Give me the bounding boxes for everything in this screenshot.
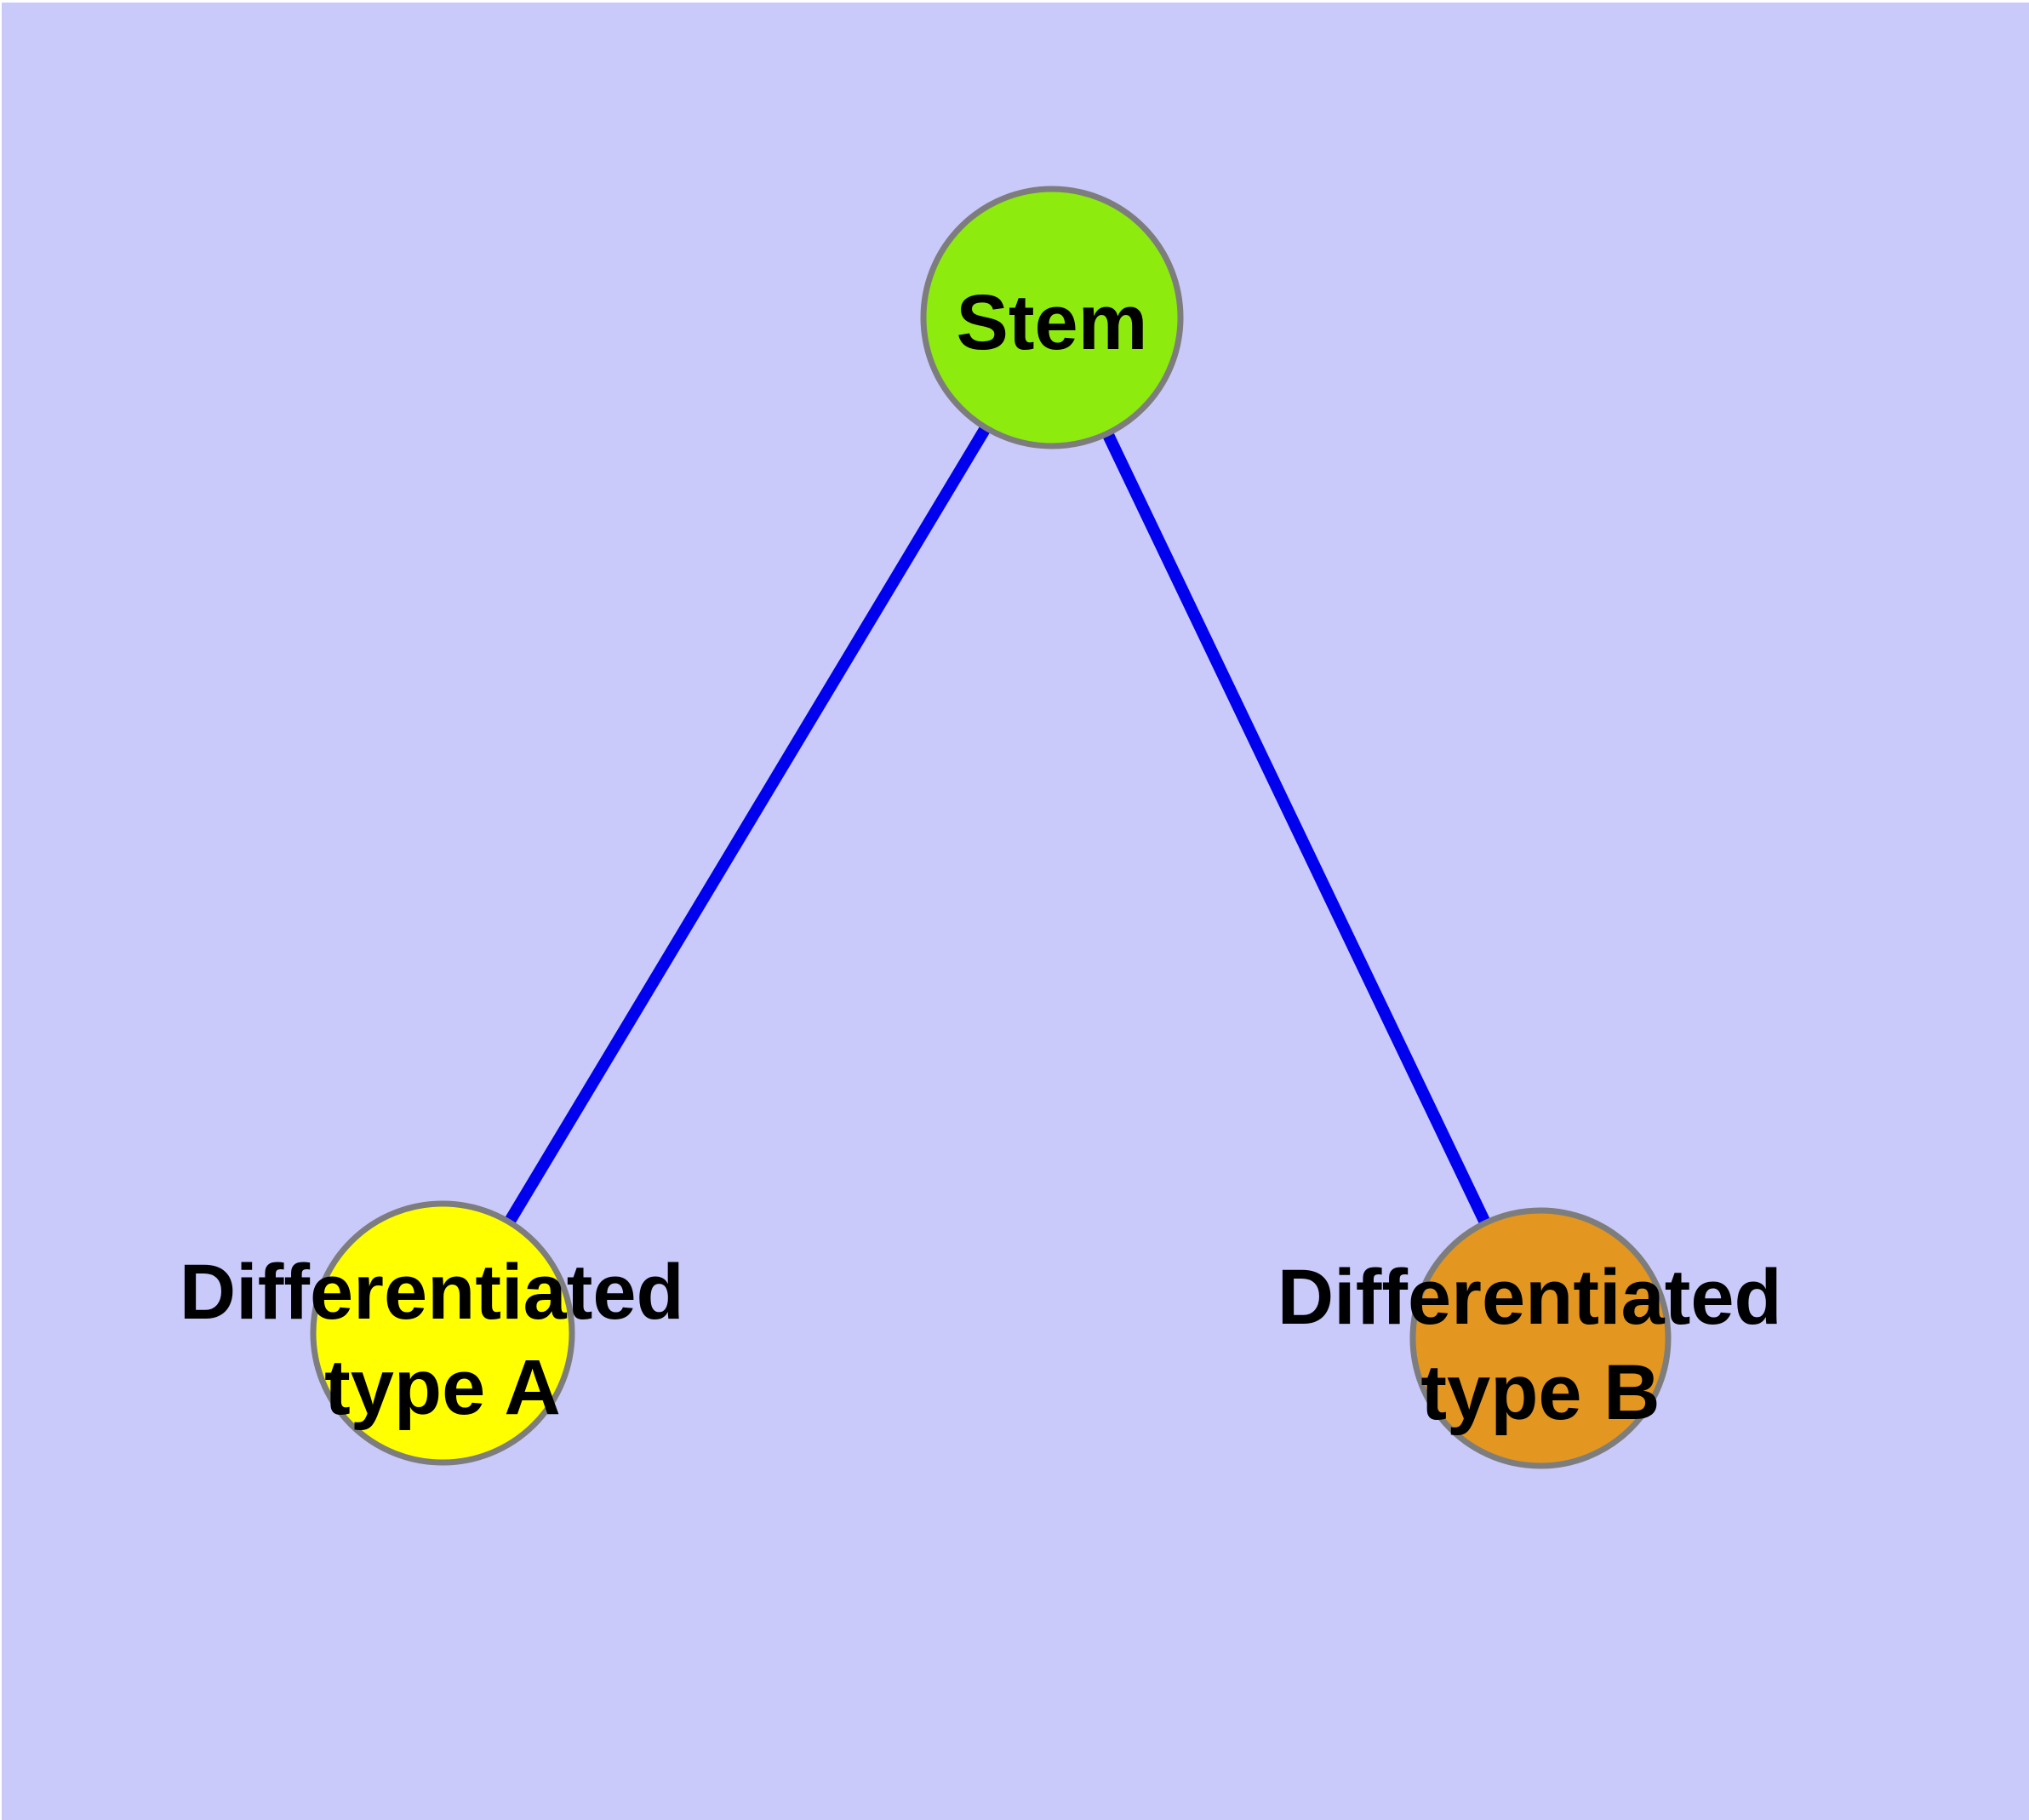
node-type-a-circle (310, 1200, 575, 1466)
edge-stem-to-type-b (1046, 314, 1546, 1342)
node-type-b-circle (1409, 1207, 1672, 1469)
node-type-b-label-line1: Differentiated (1277, 1254, 1782, 1341)
node-stem-label: Stem (957, 279, 1148, 366)
node-type-a-label: Differentiated type A (180, 1249, 706, 1431)
node-type-b-label-line2: type B (1420, 1349, 1660, 1436)
node-stem-circle (920, 186, 1184, 449)
node-type-a-label-line2: type A (324, 1344, 561, 1431)
edge-stem-to-type-a (437, 314, 1058, 1336)
node-type-b-label: Differentiated type B (1277, 1254, 1804, 1436)
node-type-a-label-line1: Differentiated (180, 1249, 684, 1336)
